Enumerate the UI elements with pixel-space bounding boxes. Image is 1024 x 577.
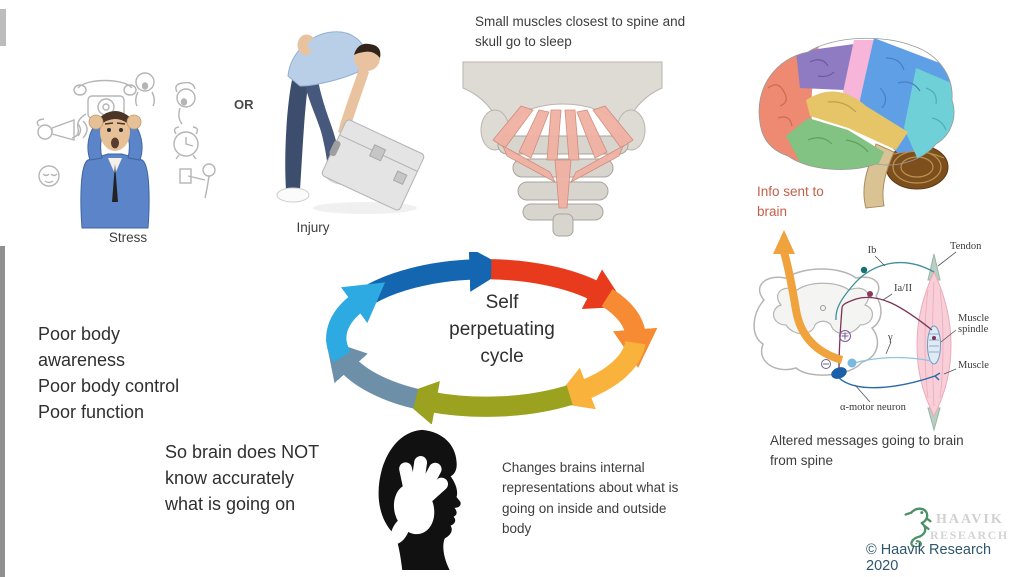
alpha-neuron-soma (831, 367, 847, 379)
or-label: OR (234, 97, 254, 112)
hand-shape (390, 456, 449, 545)
trunk-case (321, 119, 425, 211)
changes-text: Changes brains internal representations … (502, 460, 679, 536)
muscle-spindle-label-1: Muscle (958, 313, 989, 324)
suboccipital-muscles (492, 105, 634, 209)
cycle-label: Self perpetuating cycle (449, 292, 555, 367)
label-pointers (854, 251, 957, 403)
logo-text-research: RESEARCH (930, 528, 1009, 542)
cycle-arrow-orange (601, 288, 658, 368)
megaphone-doodle (36, 118, 88, 141)
yelling-woman-doodle (175, 81, 196, 125)
spine-muscles-illustration (462, 61, 663, 237)
poor-body-text: Poor body awareness Poor body control Po… (38, 324, 180, 422)
cycle-diagram (325, 252, 658, 424)
left-edge-artifact-bottom (0, 246, 5, 577)
crying-baby-doodle (135, 72, 155, 107)
stress-illustration (36, 72, 216, 229)
injury-label: Injury (296, 220, 330, 235)
injury-caption: Injury (253, 220, 373, 235)
old-face-doodle (38, 165, 60, 187)
facepalm-icon (378, 429, 461, 571)
stress-doodles (36, 72, 216, 199)
ib-fiber (835, 262, 935, 321)
brain-not-know-text: So brain does NOT know accurately what i… (165, 442, 320, 514)
tendon-label: Tendon (950, 241, 982, 252)
muscle-label: Muscle (958, 360, 989, 371)
gamma-neuron-dot (847, 358, 857, 368)
ib-label: Ib (868, 245, 877, 256)
logo-text-haavik: HAAVIK (936, 512, 1004, 527)
seahorse-logo-icon (904, 507, 932, 547)
stressed-man (80, 111, 150, 229)
altered-messages-caption: Altered messages going to brain from spi… (770, 433, 964, 469)
cycle-arrow-olive (398, 380, 573, 424)
gamma-label: γ (887, 332, 893, 343)
gamma-fiber (853, 356, 932, 364)
spine-caption: Small muscles closest to spine and skull… (475, 14, 686, 50)
injury-illustration (276, 31, 425, 214)
ia-neuron-dot (867, 291, 873, 297)
lifting-man (276, 31, 425, 211)
alpha-fiber (838, 372, 941, 389)
cycle-arrow-red (491, 259, 627, 310)
ia-fiber (838, 296, 933, 371)
ib-neuron-dot (860, 266, 868, 274)
stress-caption: Stress (28, 230, 228, 245)
left-edge-artifact-top (0, 9, 6, 46)
stress-label: Stress (108, 230, 148, 245)
cycle-arrow-lightblue (326, 282, 386, 363)
pointing-boss-doodle (179, 163, 216, 199)
minus-symbol (821, 359, 831, 369)
muscle-spindle-shape (927, 325, 941, 365)
info-sent-caption: Info sent to brain (757, 184, 824, 220)
cycle-arrow-amber (552, 340, 646, 410)
reflex-diagram: Ib Tendon Ia/II Muscle spindle γ Muscle … (753, 230, 989, 432)
muscle-spindle-label-2: spindle (958, 324, 989, 335)
to-brain-arrow (773, 230, 844, 364)
brain-illustration (758, 37, 955, 209)
alpha-motor-label: α-motor neuron (840, 402, 907, 413)
cycle-arrow-steelblue (325, 339, 419, 409)
copyright-text: © Haavik Research 2020 (866, 542, 992, 574)
ia-ii-label: Ia/II (894, 283, 913, 294)
plus-symbol (839, 330, 851, 342)
alarm-clock-icon (173, 126, 199, 160)
spinal-cord-section (753, 268, 882, 376)
